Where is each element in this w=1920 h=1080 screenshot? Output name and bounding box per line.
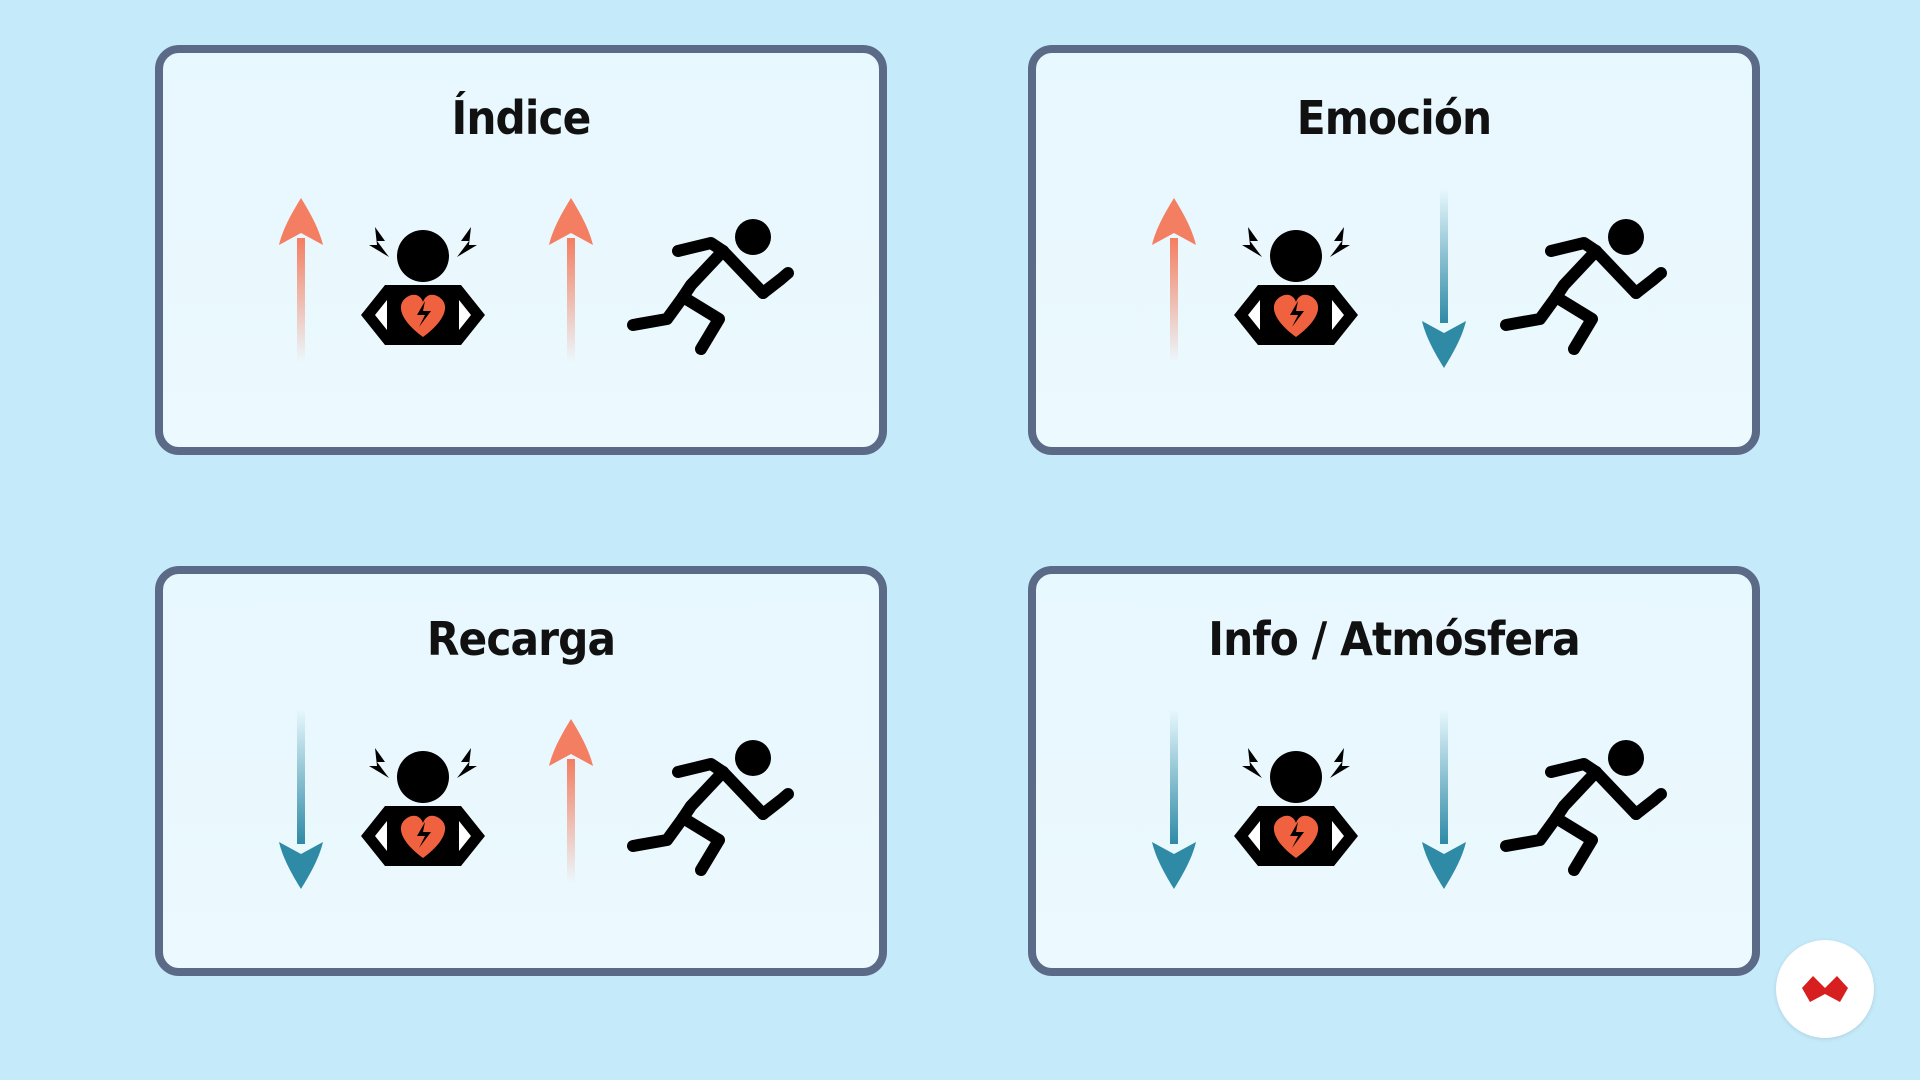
arrow-up-icon bbox=[549, 198, 593, 363]
panel-info-atmosfera: Info / Atmósfera bbox=[1028, 566, 1760, 976]
running-person-icon bbox=[627, 219, 794, 355]
panel-icons bbox=[1152, 709, 1667, 889]
panel-recarga: Recarga bbox=[155, 566, 887, 976]
arrow-down-icon bbox=[1422, 188, 1466, 368]
panel-title: Info / Atmósfera bbox=[1208, 612, 1580, 666]
arrow-down-icon bbox=[1422, 709, 1466, 889]
stressed-person-broken-heart-icon bbox=[361, 227, 485, 345]
panel-indice: Índice bbox=[155, 45, 887, 455]
arrow-down-icon bbox=[279, 709, 323, 889]
arrow-up-icon bbox=[549, 719, 593, 884]
stressed-person-broken-heart-icon bbox=[1234, 227, 1358, 345]
stressed-person-broken-heart-icon bbox=[361, 748, 485, 866]
panel-emocion: Emoción bbox=[1028, 45, 1760, 455]
running-person-icon bbox=[1500, 219, 1667, 355]
stressed-person-broken-heart-icon bbox=[1234, 748, 1358, 866]
panel-icons bbox=[279, 198, 794, 363]
arrow-up-icon bbox=[279, 198, 323, 363]
brand-logo-icon bbox=[1802, 976, 1848, 1002]
running-person-icon bbox=[1500, 740, 1667, 876]
panel-icons bbox=[279, 709, 794, 889]
panel-title: Emoción bbox=[1296, 91, 1492, 145]
arrow-down-icon bbox=[1152, 709, 1196, 889]
brand-logo-badge[interactable] bbox=[1776, 940, 1874, 1038]
panel-icons bbox=[1152, 188, 1667, 368]
panel-title: Índice bbox=[451, 91, 592, 145]
panel-title: Recarga bbox=[426, 612, 616, 666]
arrow-up-icon bbox=[1152, 198, 1196, 363]
running-person-icon bbox=[627, 740, 794, 876]
